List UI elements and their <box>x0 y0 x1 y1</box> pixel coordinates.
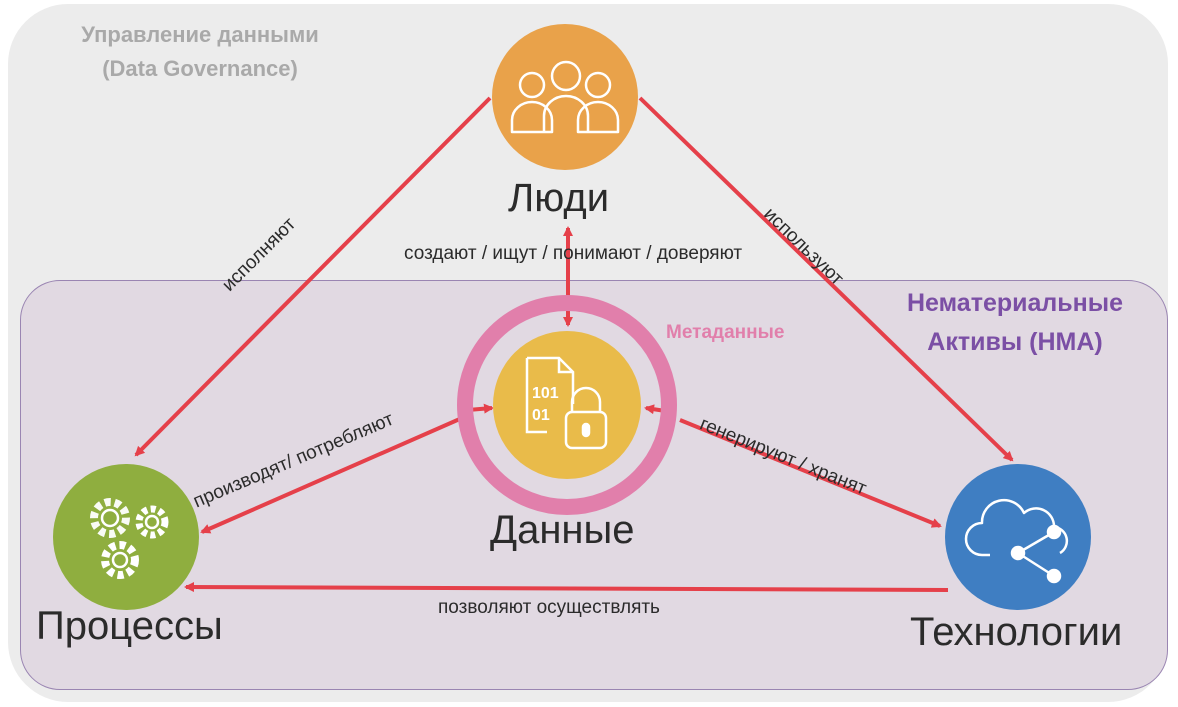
people-label: Люди <box>508 176 610 220</box>
edge-label-technologies-processes: позволяют осуществлять <box>438 597 660 618</box>
governance-title: Управление данными (Data Governance) <box>70 18 330 86</box>
technologies-node <box>945 464 1091 610</box>
governance-title-line1: Управление данными <box>81 22 319 47</box>
processes-label: Процессы <box>36 604 223 648</box>
gears-icon <box>90 498 169 579</box>
svg-text:101: 101 <box>532 385 559 402</box>
data-label: Данные <box>490 508 635 552</box>
metadata-title: Метаданные <box>666 322 785 343</box>
svg-text:01: 01 <box>532 407 550 424</box>
people-node <box>492 24 638 170</box>
technologies-label: Технологии <box>910 610 1123 654</box>
edge-people-processes <box>134 96 492 457</box>
binary-file-lock-icon: 101 01 <box>525 356 608 450</box>
nma-title-line2: Активы (НМА) <box>927 328 1103 356</box>
processes-node <box>53 464 199 610</box>
edge-label-people-data: создают / ищут / понимают / доверяют <box>404 243 743 264</box>
cloud-share-icon <box>964 498 1069 584</box>
data-node: 101 01 <box>457 295 677 515</box>
governance-title-line2: (Data Governance) <box>102 56 298 81</box>
nma-title: Нематериальные Активы (НМА) <box>880 284 1150 362</box>
nma-title-line1: Нематериальные <box>907 289 1123 317</box>
edge-technologies-processes <box>184 582 949 593</box>
people-group-icon <box>510 60 620 134</box>
edge-people-technologies <box>638 96 1014 462</box>
